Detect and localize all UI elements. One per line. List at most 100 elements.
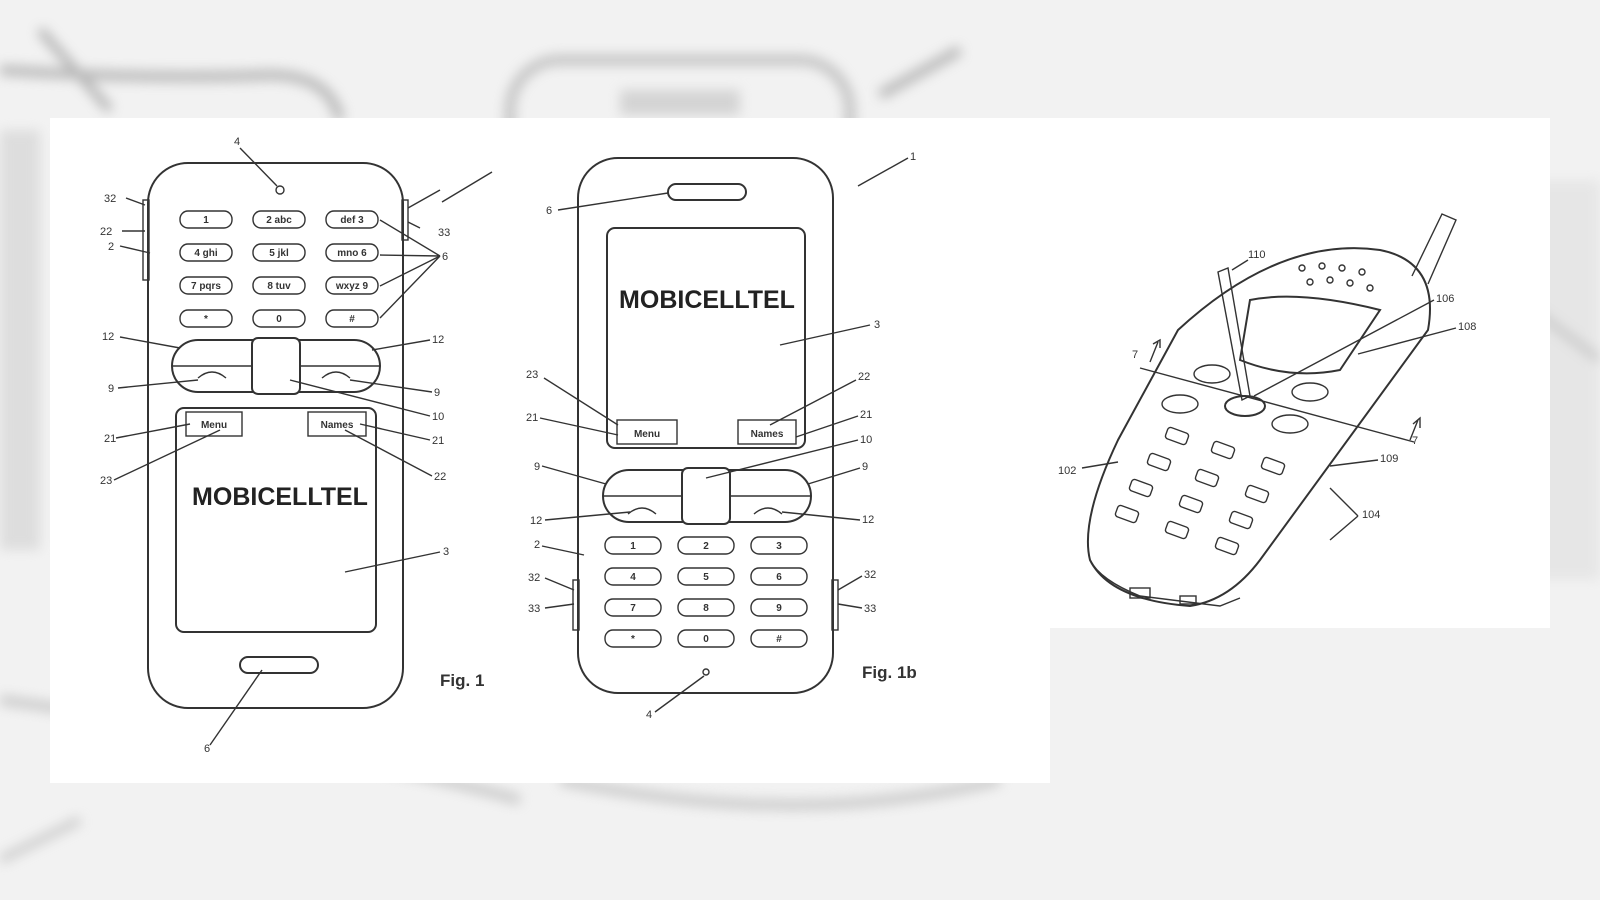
ref-numeral: 22: [434, 471, 446, 483]
ref-numeral: 12: [862, 514, 874, 526]
key-label: *: [631, 634, 635, 645]
key-label: 6: [776, 572, 782, 583]
softkey-right-label: Names: [751, 429, 784, 440]
call-icon: [627, 507, 657, 515]
key-label: 8: [703, 603, 709, 614]
ref-numeral: 33: [438, 227, 450, 239]
ref-numeral: 23: [526, 369, 538, 381]
ref-numeral: 108: [1458, 321, 1476, 333]
reference-numerals-perspective: 110 106 108 7 7 102 109 104: [1058, 249, 1476, 521]
function-key: [1161, 394, 1199, 414]
reference-numerals-fig-1b: 1 6 3 23 21 22 21 10 9 9 12 12 2 32 33 3…: [526, 151, 916, 721]
softkey-right: [307, 411, 367, 437]
screen-brand-text: MOBICELLTEL: [619, 286, 795, 314]
ref-numeral: 6: [204, 743, 210, 755]
key: [325, 210, 379, 229]
function-key: [1291, 382, 1329, 402]
ref-numeral: 4: [234, 136, 240, 148]
ref-numeral: 7: [1412, 435, 1418, 447]
key-label: mno 6: [337, 248, 367, 259]
key: [179, 243, 233, 262]
key: [325, 243, 379, 262]
phone-fig-1b: Menu Names MOBICELLTEL 1 2 3 4: [526, 151, 917, 721]
ref-numeral: 22: [858, 371, 870, 383]
ref-numeral: 3: [443, 546, 449, 558]
softkey-right-label: Names: [321, 420, 354, 431]
key-label: 1: [630, 541, 636, 552]
key-label: #: [349, 314, 355, 325]
end-call-icon: [753, 507, 783, 515]
key-label: 7 pqrs: [191, 281, 221, 292]
figure-caption: Fig. 1: [440, 671, 484, 690]
key-label: 5 jkl: [269, 248, 289, 259]
ref-numeral: 33: [864, 603, 876, 615]
key: [252, 243, 306, 262]
key-label: 5: [703, 572, 709, 583]
key: [325, 276, 379, 295]
key-label: 9: [776, 603, 782, 614]
key-label: #: [776, 634, 782, 645]
ref-numeral: 12: [432, 334, 444, 346]
keypad-fig-1b: 1 2 3 4 5 6 7 8 9 * 0 #: [604, 536, 808, 648]
softkey-left: [616, 419, 678, 445]
key: [750, 536, 808, 555]
figure-caption: Fig. 1b: [862, 663, 917, 682]
key: [750, 598, 808, 617]
key: [677, 567, 735, 586]
key-label: 2: [703, 541, 709, 552]
key: [179, 309, 233, 328]
ref-numeral: 9: [862, 461, 868, 473]
ref-numeral: 3: [874, 319, 880, 331]
key-label: 1: [203, 215, 209, 226]
key: [750, 629, 808, 648]
key-label: 4 ghi: [194, 248, 218, 259]
ref-numeral: 109: [1380, 453, 1398, 465]
display-screen: [175, 407, 377, 633]
key: [677, 536, 735, 555]
arrow-icon: [1409, 416, 1421, 441]
nav-cluster-fig-1: [171, 337, 381, 395]
key-label: def 3: [340, 215, 364, 226]
softkey-right: [737, 419, 797, 445]
side-button-left: [142, 199, 150, 281]
key: [252, 210, 306, 229]
ref-numeral: 110: [1248, 249, 1266, 261]
key: [252, 276, 306, 295]
ref-numeral: 4: [646, 709, 652, 721]
ref-numeral: 12: [530, 515, 542, 527]
ref-numeral: 21: [432, 435, 444, 447]
figure-panel-left: [50, 118, 1050, 783]
ref-numeral: 2: [108, 241, 114, 253]
keypad-fig-1: 1 2 abc def 3 4 ghi 5 jkl mno 6 7 pqrs 8…: [179, 210, 379, 328]
key: [604, 536, 662, 555]
antenna: [1411, 213, 1457, 285]
arrow-icon: [1149, 338, 1161, 363]
earpiece: [239, 656, 319, 674]
key: [179, 210, 233, 229]
ref-numeral: 7: [1132, 349, 1138, 361]
reference-numerals-fig-1: 4 32 22 33 2 6 12 12 9 9 10 21 21 23 22 …: [100, 136, 450, 755]
connector: [1179, 595, 1197, 605]
ref-numeral: 6: [442, 251, 448, 263]
key-label: wxyz 9: [335, 281, 369, 292]
ref-numeral: 9: [534, 461, 540, 473]
ref-numeral: 12: [102, 331, 114, 343]
key: [604, 598, 662, 617]
key-label: 2 abc: [266, 215, 292, 226]
ref-numeral: 32: [104, 193, 116, 205]
function-key: [1271, 414, 1309, 434]
side-button-left: [572, 579, 580, 631]
ref-numeral: 9: [108, 383, 114, 395]
ref-numeral: 9: [434, 387, 440, 399]
display-screen: [1238, 295, 1382, 375]
leader-lines-perspective: [1081, 259, 1457, 541]
speaker-grille: [1298, 262, 1374, 292]
key-label: 3: [776, 541, 782, 552]
key-label: 7: [630, 603, 636, 614]
key: [677, 598, 735, 617]
key-label: 0: [276, 314, 282, 325]
ref-numeral: 21: [104, 433, 116, 445]
key: [252, 309, 306, 328]
softkey-left: [185, 411, 243, 437]
